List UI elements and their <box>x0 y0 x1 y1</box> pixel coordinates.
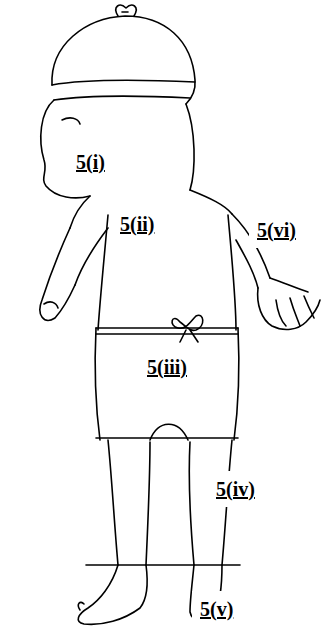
label-patch <box>112 206 162 242</box>
label-patch <box>249 212 304 248</box>
callout-number: 5(iv) <box>214 477 257 501</box>
label-patch <box>192 591 241 627</box>
label-patch <box>208 471 263 507</box>
callout-number: 5(v) <box>198 597 235 621</box>
label-patch <box>139 349 195 385</box>
callout-number: 5(ii) <box>118 212 156 236</box>
callout-number: 5(iii) <box>145 355 189 379</box>
callout-number: 5(i) <box>74 150 107 174</box>
callout-number: 5(vi) <box>255 218 298 242</box>
label-patch <box>68 144 113 180</box>
